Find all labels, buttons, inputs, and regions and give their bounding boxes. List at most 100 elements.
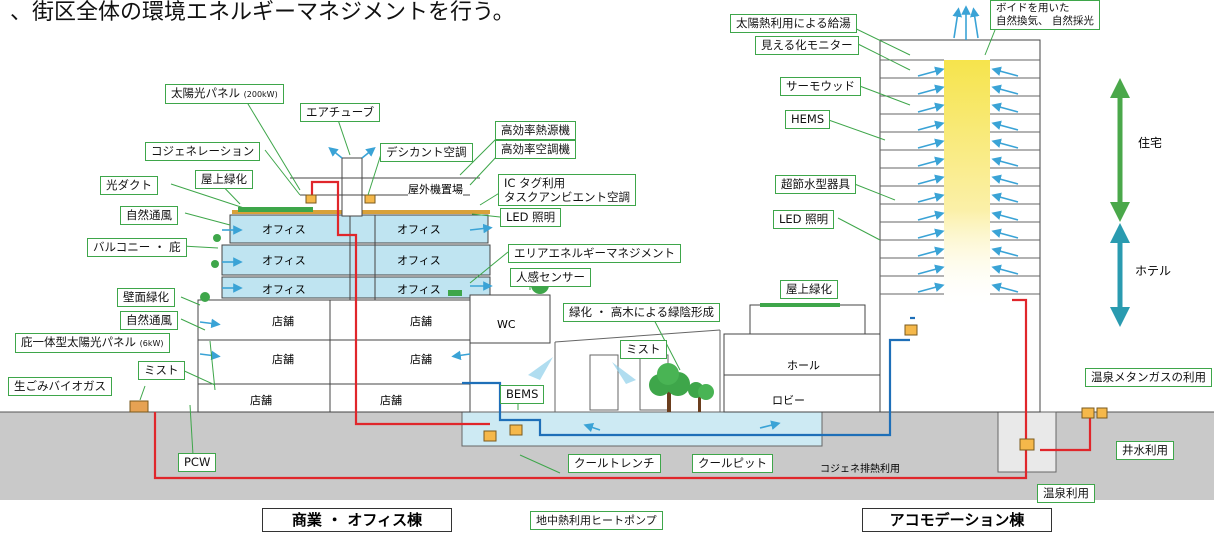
label-mist-a: ミスト	[138, 361, 185, 380]
label-cool-pit: クールピット	[692, 454, 773, 473]
label-cool-trench: クールトレンチ	[568, 454, 661, 473]
label-led-a: LED 照明	[500, 208, 562, 227]
airflow-arrow	[991, 228, 1019, 239]
label-area-energy: エリアエネルギーマネジメント	[508, 244, 681, 263]
label-biogas: 生ごみバイオガス	[8, 377, 112, 396]
building-name-accommodation: アコモデーション棟	[862, 508, 1052, 532]
airflow-arrow	[991, 102, 1019, 113]
airflow-arrow	[328, 147, 343, 159]
label-light-duct: 光ダクト	[100, 176, 158, 195]
office-label-2: オフィス	[397, 223, 441, 236]
airflow-arrow	[917, 228, 945, 239]
label-balcony: バルコニー ・ 庇	[87, 238, 187, 257]
accommodation-tower	[879, 39, 1041, 413]
label-void: ボイドを用いた自然換気、 自然採光	[990, 0, 1100, 30]
airflow-arrow	[917, 66, 945, 77]
airflow-arrow	[361, 147, 376, 159]
airflow-arrow	[469, 223, 493, 234]
airflow-arrow	[991, 174, 1019, 185]
label-geo-heatpump: 地中熱利用ヒートポンプ	[530, 511, 663, 530]
wc-label: WC	[497, 318, 516, 331]
hall-label: ホール	[787, 359, 820, 372]
label-wall-green: 壁面緑化	[117, 288, 175, 307]
airflow-arrow	[917, 264, 945, 275]
shop-label-6: 店舗	[380, 394, 402, 407]
airflow-arrow	[199, 318, 221, 329]
shop-label-3: 店舗	[272, 353, 294, 366]
shop-label-4: 店舗	[410, 353, 432, 366]
label-air-tube: エアチューブ	[300, 103, 381, 122]
airflow-arrow	[917, 120, 945, 131]
airflow-arrow	[917, 102, 945, 113]
label-solar-panel: 太陽光パネル (200kW)	[165, 84, 284, 104]
lobby-label: ロビー	[772, 394, 805, 407]
office-label-6: オフィス	[397, 283, 441, 296]
airflow-arrow	[451, 350, 471, 361]
airflow-arrow	[583, 422, 601, 433]
label-residence: 住宅	[1138, 136, 1163, 150]
airflow-arrow	[917, 84, 945, 95]
airflow-arrow	[917, 174, 945, 185]
airflow-arrow	[991, 156, 1019, 167]
airflow-arrow	[952, 7, 963, 39]
label-visual-monitor: 見える化モニター	[755, 36, 859, 55]
label-roof-green-a: 屋上緑化	[195, 170, 253, 189]
label-eave-solar: 庇一体型太陽光パネル (6kW)	[15, 333, 170, 353]
airflow-arrow	[991, 138, 1019, 149]
airflow-arrow	[969, 7, 980, 39]
equipment	[129, 194, 1108, 451]
shop-label-5: 店舗	[250, 394, 272, 407]
label-desiccant: デシカント空調	[380, 143, 473, 162]
airflow-arrow	[991, 246, 1019, 257]
label-solar-water: 太陽熱利用による給湯	[730, 14, 857, 33]
airflow-arrow	[991, 84, 1019, 95]
residence-arrow	[1110, 78, 1130, 222]
label-hot-spring-use: 温泉利用	[1037, 484, 1095, 503]
label-bems: BEMS	[500, 385, 545, 404]
label-hi-eff-ac: 高効率空調機	[495, 140, 576, 159]
building-name-commercial: 商業 ・ オフィス棟	[262, 508, 452, 532]
shop-label-1: 店舗	[272, 315, 294, 328]
office-label-4: オフィス	[397, 254, 441, 267]
label-roof-green-b: 屋上緑化	[780, 280, 838, 299]
label-mist-b: ミスト	[620, 340, 667, 359]
airflow-arrow	[991, 210, 1019, 221]
label-motion-sensor: 人感センサー	[510, 268, 591, 287]
airflow-arrow	[991, 66, 1019, 77]
airflow-arrow	[917, 282, 945, 293]
office-label-3: オフィス	[262, 254, 306, 267]
airflow-arrow	[991, 264, 1019, 275]
hot-pipe	[153, 180, 1092, 480]
label-outdoor-unit: 屋外機置場	[408, 181, 463, 197]
label-led-b: LED 照明	[773, 210, 835, 229]
airflow-arrow	[991, 282, 1019, 293]
intro-text: 、街区全体の環境エネルギーマネジメントを行う。	[10, 0, 515, 25]
mist	[528, 357, 636, 384]
label-water-saving: 超節水型器具	[775, 175, 856, 194]
label-ic-tag: IC タグ利用タスクアンビエント空調	[498, 174, 637, 206]
label-cogeneration: コジェネレーション	[145, 142, 261, 161]
label-hems: HEMS	[785, 110, 831, 129]
office-label-1: オフィス	[262, 223, 306, 236]
label-hi-eff-heat: 高効率熱源機	[495, 121, 576, 140]
airflow-arrow	[759, 420, 781, 430]
label-cogen-exhaust: コジェネ排熱利用	[820, 464, 900, 475]
airflow-arrow	[917, 210, 945, 221]
hotel-arrow	[1110, 223, 1130, 327]
airflow-arrow	[991, 192, 1019, 203]
label-green-shade: 緑化 ・ 高木による緑陰形成	[563, 303, 720, 322]
label-natural-vent-b: 自然通風	[120, 311, 178, 330]
accommodation-podium	[723, 303, 883, 413]
label-thermowood: サーモウッド	[780, 77, 861, 96]
label-natural-vent-a: 自然通風	[120, 206, 178, 225]
airflow-arrow	[917, 246, 945, 257]
airflow-arrow	[917, 156, 945, 167]
airflow-arrow	[991, 120, 1019, 131]
label-hotel: ホテル	[1135, 264, 1172, 278]
office-label-5: オフィス	[262, 283, 306, 296]
label-well-water: 井水利用	[1116, 441, 1174, 460]
label-hot-spring-methane: 温泉メタンガスの利用	[1085, 368, 1212, 387]
airflow-arrow	[199, 350, 221, 361]
